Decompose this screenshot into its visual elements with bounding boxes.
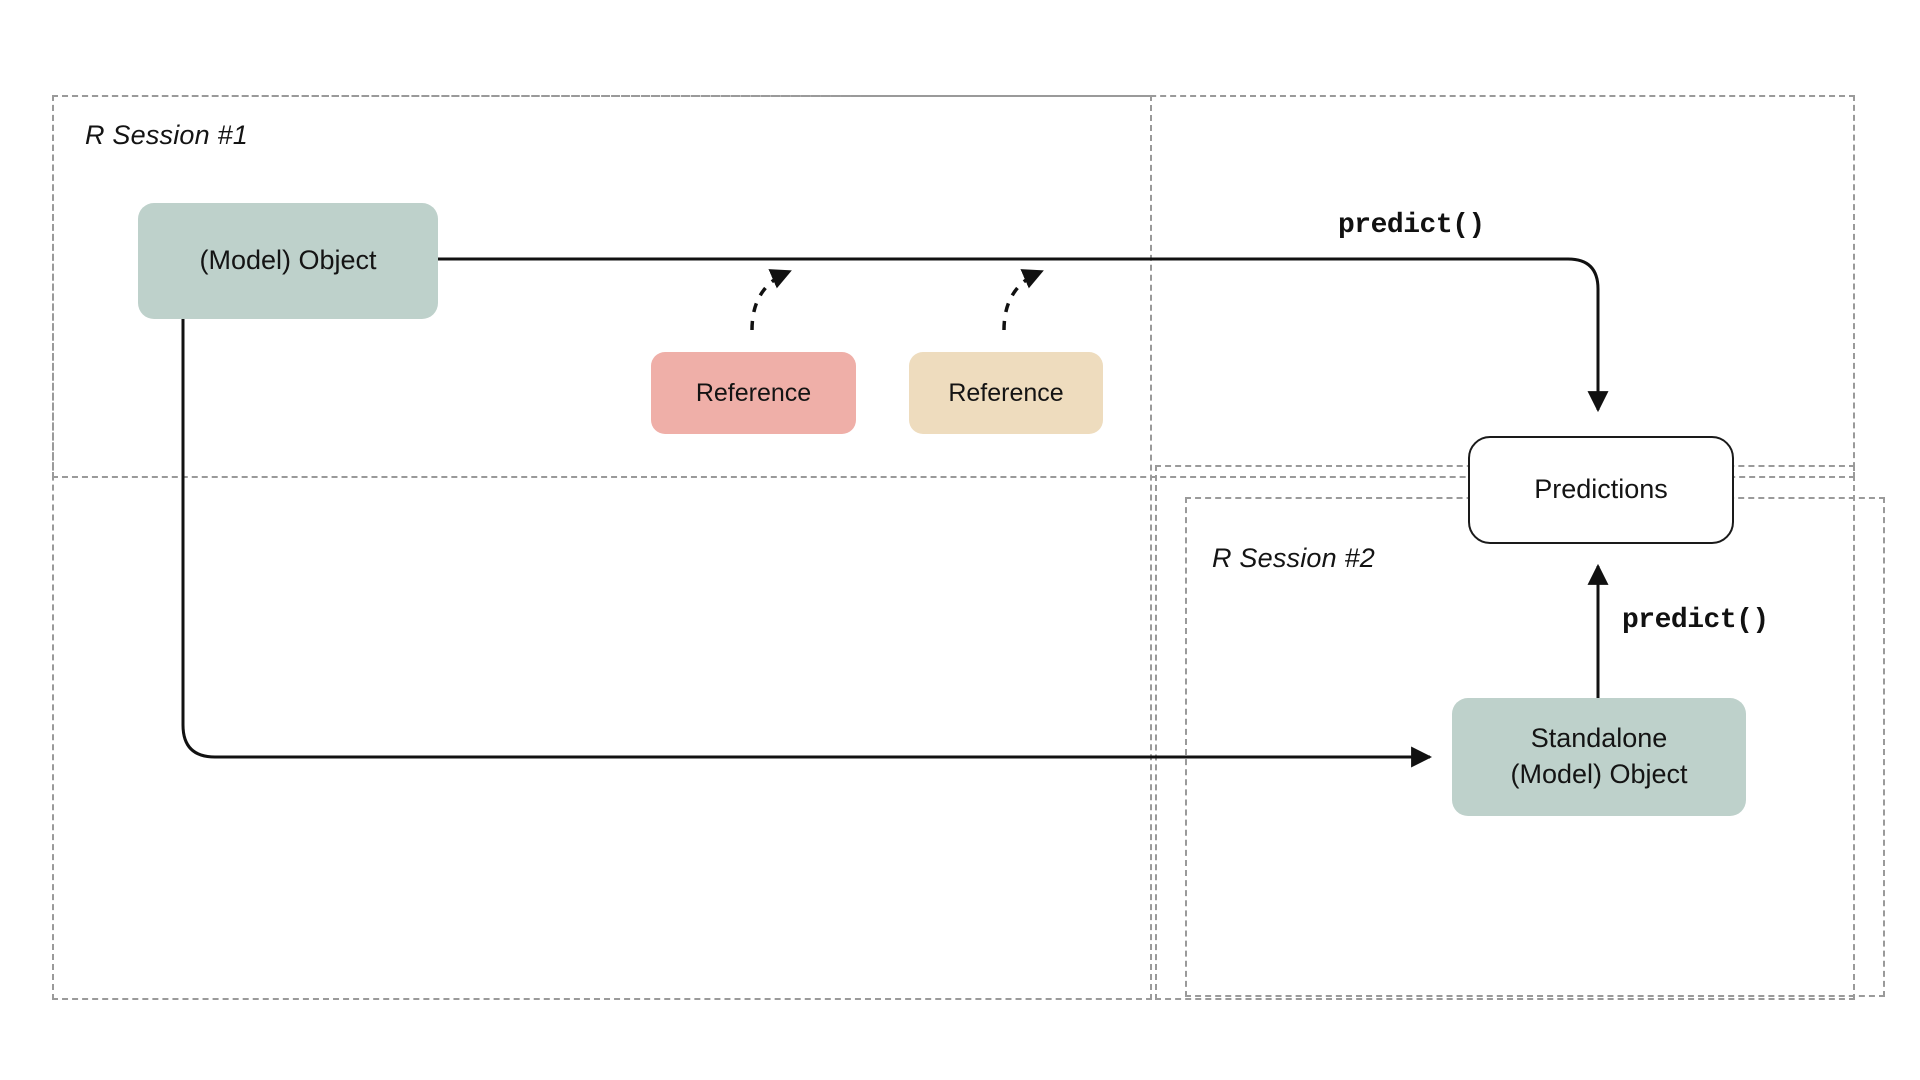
session-1-label: R Session #1 [85,120,248,150]
node-reference-cream[interactable]: Reference [909,352,1103,434]
node-reference-pink[interactable]: Reference [651,352,856,434]
node-predictions[interactable]: Predictions [1468,436,1734,544]
node-standalone-model-object[interactable]: Standalone (Model) Object [1452,698,1746,816]
node-model-object[interactable]: (Model) Object [138,203,438,319]
edge-label-predict-bottom: predict() [1622,605,1769,636]
session-2-label: R Session #2 [1212,543,1375,573]
edge-label-predict-top: predict() [1338,210,1485,241]
